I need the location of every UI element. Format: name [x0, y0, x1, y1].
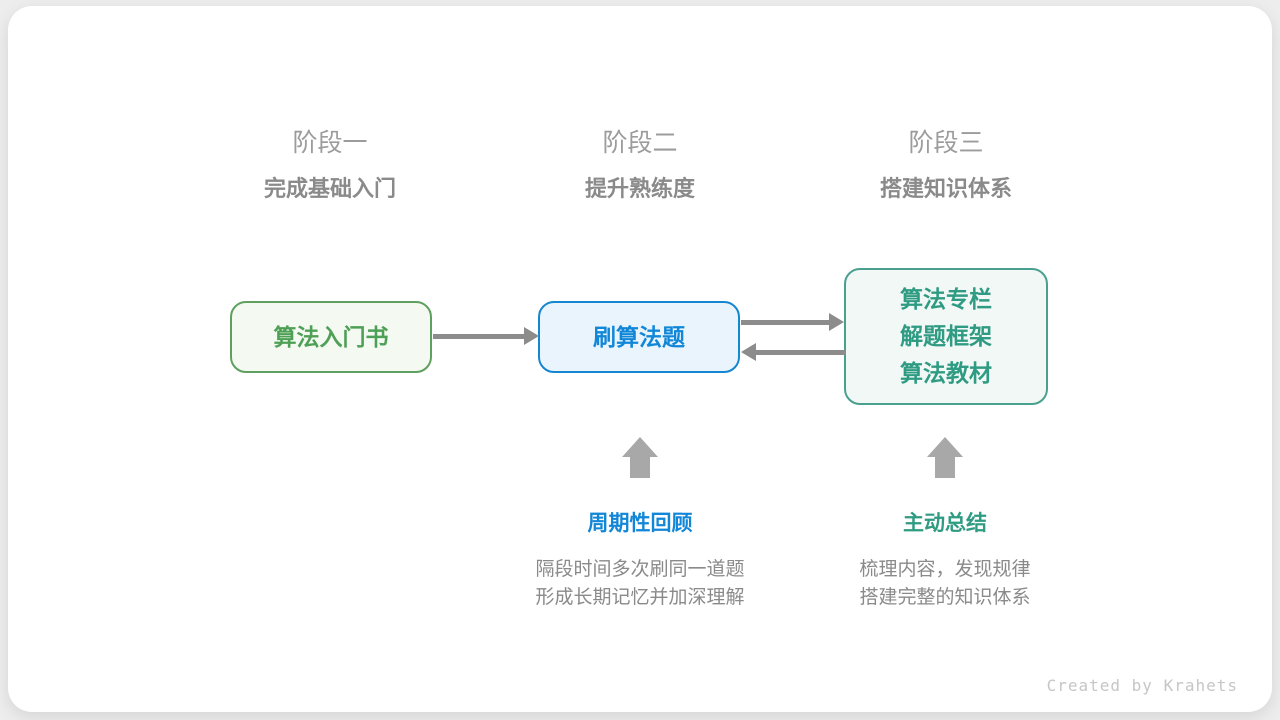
up-arrow-review-head-icon	[622, 437, 658, 457]
annotation-summary-body: 梳理内容，发现规律 搭建完整的知识体系	[775, 556, 1115, 612]
stage1-label: 阶段一	[292, 129, 368, 157]
arrow-node3-to-node2-line	[756, 350, 846, 355]
node-label: 算法入门书	[273, 323, 389, 350]
stage3-label: 阶段三	[908, 129, 984, 157]
up-arrow-summary-head-icon	[927, 437, 963, 457]
node-knowledge-sources: 算法专栏 解题框架 算法教材	[844, 268, 1048, 405]
arrow-node3-to-node2-head-icon	[741, 343, 756, 361]
annotation-summary-title: 主动总结	[903, 512, 987, 535]
credit-text: Created by Krahets	[1046, 676, 1238, 695]
stage2-label: 阶段二	[602, 129, 678, 157]
annotation-review-body: 隔段时间多次刷同一道题 形成长期记忆并加深理解	[470, 556, 810, 612]
arrow-node1-to-node2-line	[433, 334, 525, 339]
node-label: 算法专栏	[900, 286, 992, 312]
node-label: 刷算法题	[593, 323, 685, 350]
up-arrow-summary-stem	[935, 456, 955, 478]
up-arrow-review-stem	[630, 456, 650, 478]
annotation-summary-line1: 梳理内容，发现规律	[859, 559, 1031, 580]
node-label: 算法教材	[900, 360, 992, 386]
annotation-review-line1: 隔段时间多次刷同一道题	[535, 559, 745, 580]
annotation-review-title: 周期性回顾	[587, 512, 693, 535]
node-algorithm-intro-book: 算法入门书	[230, 301, 432, 373]
node-label: 解题框架	[900, 323, 992, 349]
stage2-subtitle: 提升熟练度	[584, 176, 695, 201]
arrow-node2-to-node3-line	[741, 320, 830, 325]
arrow-node1-to-node2-head-icon	[524, 327, 539, 345]
stage3-subtitle: 搭建知识体系	[879, 176, 1012, 201]
arrow-node2-to-node3-head-icon	[829, 313, 844, 331]
annotation-summary-line2: 搭建完整的知识体系	[859, 587, 1031, 608]
stage1-subtitle: 完成基础入门	[263, 176, 396, 201]
node-practice-problems: 刷算法题	[538, 301, 740, 373]
annotation-review-line2: 形成长期记忆并加深理解	[535, 587, 745, 608]
